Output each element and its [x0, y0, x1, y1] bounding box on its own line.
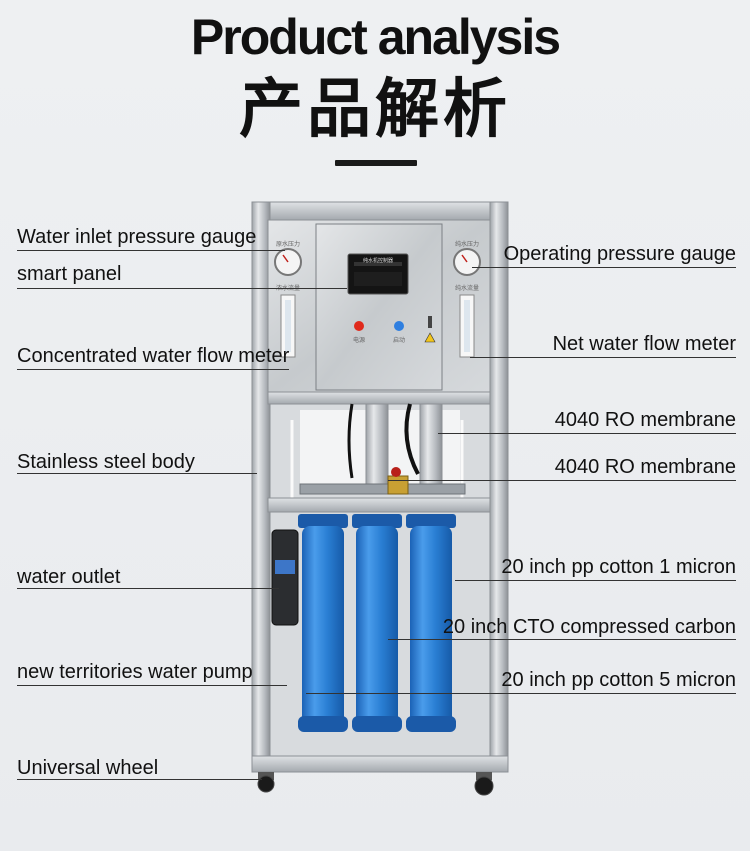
- valve-handle: [391, 467, 401, 477]
- display-line: [354, 262, 402, 266]
- leader-line: [17, 250, 285, 251]
- title-underline: [335, 160, 417, 166]
- panel-switch: [428, 316, 432, 328]
- power-button-text: 电源: [353, 336, 365, 344]
- title-english: Product analysis: [190, 9, 561, 65]
- right-gauge-text: 纯水压力: [455, 240, 479, 248]
- label-pp-cotton-5-micron: 20 inch pp cotton 5 micron: [501, 669, 736, 691]
- leader-line: [388, 480, 736, 481]
- label-water-pump: new territories water pump: [17, 661, 253, 683]
- leader-line: [17, 288, 347, 289]
- gauge-needle: [461, 254, 468, 263]
- lower-shelf: [267, 497, 491, 513]
- wheel-mount: [476, 772, 492, 780]
- power-button: [354, 321, 364, 331]
- leader-line: [17, 685, 287, 686]
- universal-wheel-icon: [257, 775, 275, 793]
- leader-line: [472, 267, 736, 268]
- ro-membrane-housing-2: [419, 403, 443, 489]
- leader-line: [470, 357, 736, 358]
- label-ro-membrane-2: 4040 RO membrane: [554, 456, 736, 478]
- filter-2: [352, 514, 402, 732]
- label-stainless-steel-body: Stainless steel body: [17, 451, 195, 473]
- universal-wheel-icon: [474, 776, 494, 796]
- smart-panel: [315, 223, 443, 391]
- leader-line: [17, 588, 279, 589]
- leader-line: [17, 473, 257, 474]
- warning-icon: [424, 332, 436, 343]
- left-gauge-text: 原水压力: [276, 240, 300, 248]
- label-net-water-flow-meter: Net water flow meter: [552, 333, 736, 355]
- flow-meter-tube: [464, 300, 470, 352]
- title-chinese: 产品解析: [239, 73, 511, 147]
- water-pump: [271, 529, 299, 626]
- brass-valve: [387, 475, 409, 495]
- filter-3: [406, 514, 456, 732]
- gauge-needle: [282, 254, 289, 263]
- right-meter-text: 纯水流量: [455, 284, 479, 292]
- label-smart-panel: smart panel: [17, 263, 122, 285]
- ro-membrane-housing-1: [365, 403, 389, 489]
- label-ro-membrane-1: 4040 RO membrane: [554, 409, 736, 431]
- leader-line: [306, 693, 736, 694]
- leader-line: [388, 639, 736, 640]
- start-button: [394, 321, 404, 331]
- leader-line: [17, 779, 262, 780]
- display-text: 纯水机控制器: [363, 257, 393, 264]
- frame-bottom: [251, 755, 509, 773]
- filter-1: [298, 514, 348, 732]
- label-operating-pressure-gauge: Operating pressure gauge: [503, 243, 736, 265]
- hose: [404, 403, 420, 475]
- leader-line: [438, 433, 736, 434]
- label-cto-compressed-carbon: 20 inch CTO compressed carbon: [442, 616, 736, 638]
- hose: [347, 403, 354, 479]
- flow-meter-tube: [285, 300, 291, 352]
- label-pp-cotton-1-micron: 20 inch pp cotton 1 micron: [501, 556, 736, 578]
- label-water-inlet-pressure-gauge: Water inlet pressure gauge: [17, 226, 257, 248]
- pump-label: [275, 560, 295, 574]
- upper-shelf: [267, 391, 491, 405]
- frame-top: [251, 201, 509, 221]
- display-screen: [354, 272, 402, 286]
- label-concentrated-water-flow-meter: Concentrated water flow meter: [17, 345, 290, 367]
- leader-line: [17, 369, 289, 370]
- leader-line: [455, 580, 736, 581]
- label-universal-wheel: Universal wheel: [17, 757, 159, 779]
- label-water-outlet: water outlet: [17, 566, 121, 588]
- start-button-text: 启动: [393, 336, 405, 344]
- manifold-pipe: [299, 483, 466, 495]
